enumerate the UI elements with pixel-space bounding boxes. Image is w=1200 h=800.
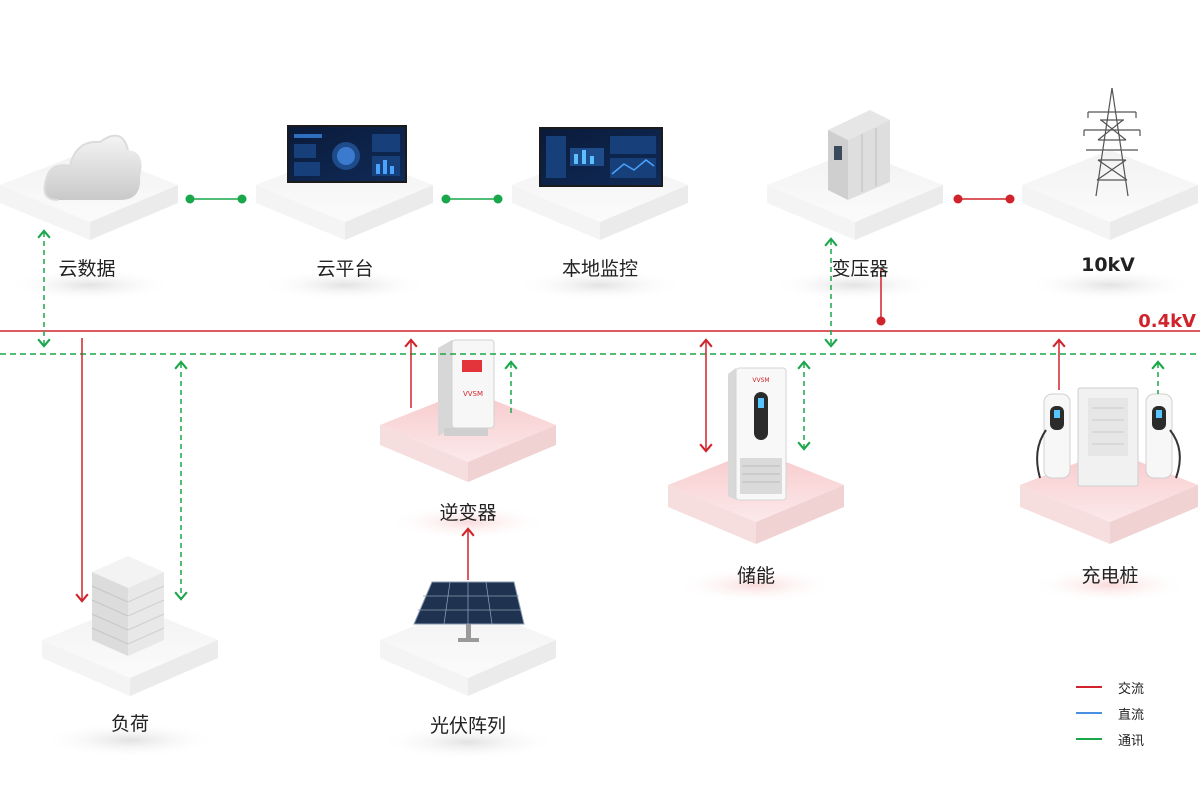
- ac-links: [75, 338, 1066, 603]
- label-inverter: 逆变器: [439, 502, 497, 524]
- legend-item-ac: 交流: [1076, 678, 1186, 697]
- label-storage: 储能: [736, 565, 775, 587]
- legend-item-comm: 通讯: [1076, 730, 1186, 749]
- label-pv-array: 光伏阵列: [429, 715, 506, 737]
- storage-brand: VVSM: [752, 377, 769, 384]
- label-cloud-platform: 云平台: [316, 258, 374, 280]
- cloud-platform-screen-icon: [287, 125, 407, 183]
- label-shadows: [5, 269, 1195, 760]
- legend-label: 直流: [1118, 708, 1145, 723]
- transmission-tower-icon: [1083, 87, 1141, 197]
- label-cloud-data: 云数据: [58, 258, 116, 280]
- storage-cabinet-icon: VVSM: [728, 367, 787, 501]
- server-rack-icon: [91, 556, 165, 656]
- label-transformer: 变压器: [831, 258, 889, 280]
- local-monitor-screen-icon: [539, 127, 663, 187]
- transformer-ac-link: [876, 268, 886, 326]
- legend-label: 通讯: [1118, 734, 1145, 749]
- label-local-monitor: 本地监控: [561, 258, 638, 280]
- comm-links: [37, 229, 1165, 601]
- inverter-brand: VVSM: [463, 390, 483, 398]
- legend-swatch: [1076, 712, 1102, 714]
- platform-grid: [1022, 150, 1198, 240]
- legend-item-dc: 直流: [1076, 704, 1186, 723]
- label-load: 负荷: [110, 713, 149, 735]
- legend-swatch: [1076, 686, 1102, 688]
- inverter-icon: VVSM: [438, 339, 495, 436]
- cloud-icon: [43, 134, 142, 201]
- charging-pile-icon: [1036, 387, 1181, 487]
- legend-label: 交流: [1118, 682, 1145, 697]
- top-connectors: [185, 194, 1015, 204]
- label-charging-pile: 充电桩: [1081, 565, 1139, 587]
- bottom-platforms: [42, 390, 1198, 696]
- bus-voltage-label: 0.4kV: [1138, 311, 1196, 332]
- legend-swatch: [1076, 738, 1102, 740]
- label-10kv: 10kV: [1081, 254, 1135, 276]
- solar-panel-icon: [413, 581, 525, 642]
- transformer-cabinet-icon: [828, 110, 890, 200]
